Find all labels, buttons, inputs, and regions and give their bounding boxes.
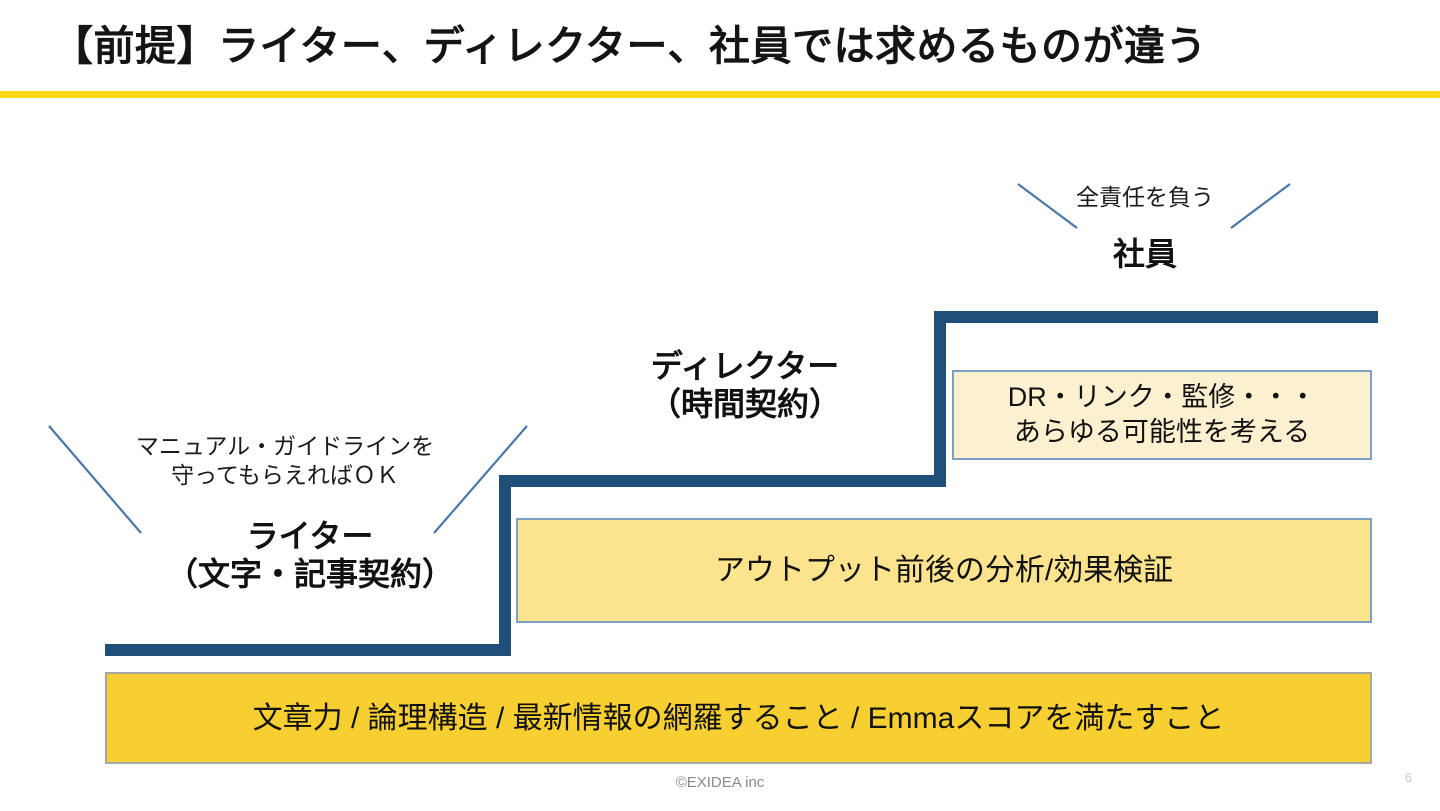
employee-note: 全責任を負う (1000, 183, 1290, 212)
employee-requirement-line-2: あらゆる可能性を考える (1013, 417, 1311, 447)
role-label-writer: ライター （文字・記事契約） (110, 518, 510, 594)
role-label-director: ディレクター （時間契約） (560, 348, 930, 424)
role-label-employee: 社員 (985, 236, 1305, 274)
requirement-box-director: アウトプット前後の分析/効果検証 (516, 518, 1372, 623)
employee-requirement-line-1: DR・リンク・監修・・・ (1007, 381, 1317, 412)
writer-note: マニュアル・ガイドラインを 守ってもらえればＯＫ (85, 432, 485, 490)
writer-note-line-1: マニュアル・ガイドラインを (135, 433, 435, 459)
requirement-box-employee: DR・リンク・監修・・・ あらゆる可能性を考える (952, 370, 1372, 460)
writer-role-name: ライター (246, 518, 374, 554)
employee-role-name: 社員 (1112, 236, 1177, 272)
title-divider-rule (0, 91, 1440, 98)
director-role-sub: （時間契約） (648, 385, 841, 422)
footer-credit: ©EXIDEA inc (675, 774, 765, 791)
director-requirement-line-1: アウトプット前後の分析/効果検証 (714, 554, 1174, 587)
writer-note-line-2: 守ってもらえればＯＫ (171, 461, 399, 488)
director-role-name: ディレクター (650, 348, 840, 384)
writer-role-sub: （文字・記事契約） (165, 555, 454, 592)
page-title: 【前提】ライター、ディレクター、社員では求めるものが違う (52, 23, 1208, 69)
writer-requirement-line-1: 文章力 / 論理構造 / 最新情報の網羅すること / Emmaスコアを満たすこと (252, 701, 1225, 735)
employee-note-text: 全責任を負う (1076, 184, 1214, 210)
page-number: 6 (1404, 770, 1412, 785)
requirement-box-writer: 文章力 / 論理構造 / 最新情報の網羅すること / Emmaスコアを満たすこと (105, 672, 1372, 764)
